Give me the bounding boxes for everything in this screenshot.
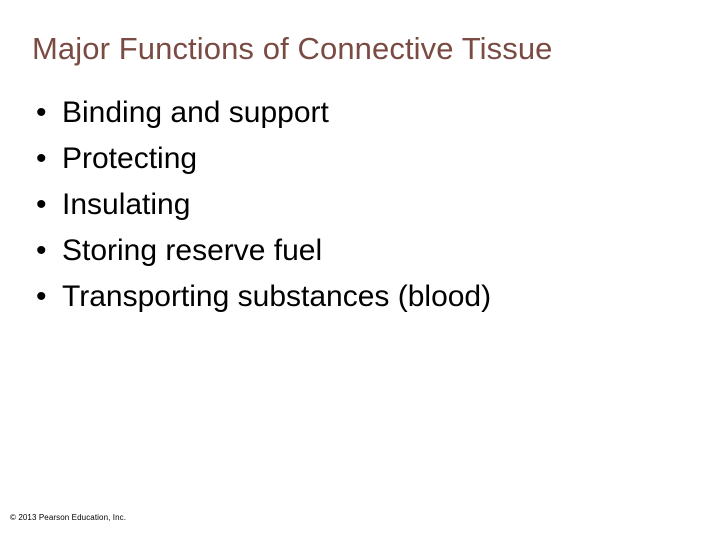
page-title: Major Functions of Connective Tissue — [32, 30, 553, 66]
bullet-point-icon: • — [36, 280, 47, 313]
bullet-point-icon: • — [36, 234, 47, 267]
list-item-label: Protecting — [62, 142, 198, 175]
bullet-list: • Binding and support • Protecting • Ins… — [30, 96, 670, 326]
bullet-point-icon: • — [36, 96, 47, 129]
list-item-label: Binding and support — [62, 96, 329, 129]
copyright-notice: © 2013 Pearson Education, Inc. — [10, 513, 127, 522]
bullet-point-icon: • — [36, 188, 47, 221]
list-item-label: Storing reserve fuel — [62, 234, 323, 267]
list-item: • Binding and support — [30, 96, 670, 142]
list-item-label: Transporting substances (blood) — [62, 280, 492, 313]
list-item: • Protecting — [30, 142, 670, 188]
list-item-label: Insulating — [62, 188, 191, 221]
bullet-point-icon: • — [36, 142, 47, 175]
list-item: • Storing reserve fuel — [30, 234, 670, 280]
list-item: • Transporting substances (blood) — [30, 280, 670, 326]
list-item: • Insulating — [30, 188, 670, 234]
